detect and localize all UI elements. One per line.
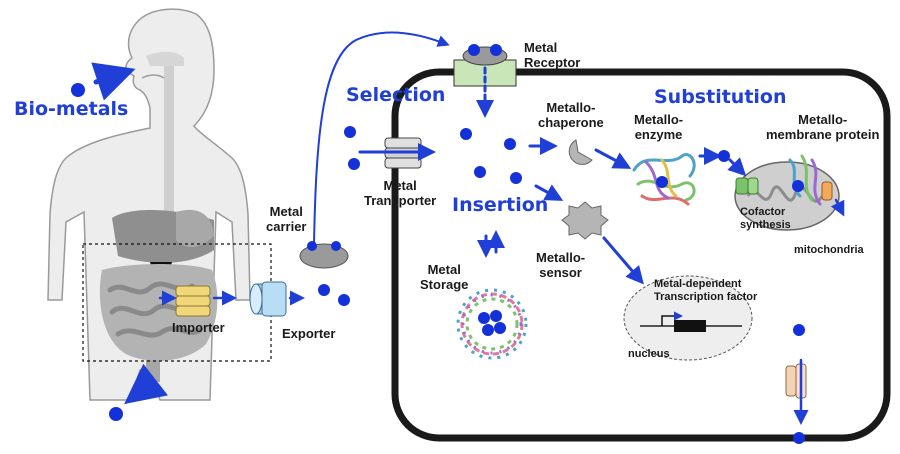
membrane-protein-icon <box>788 154 822 206</box>
metal-ion <box>474 166 486 178</box>
esophagus-icon <box>141 51 184 226</box>
metal-ion <box>468 44 480 56</box>
selection-label: Selection <box>346 84 446 106</box>
metal-ion <box>504 138 516 150</box>
metal-ion <box>71 83 85 97</box>
metal-ion <box>793 432 805 444</box>
metal-ion <box>338 294 350 306</box>
nucleus-icon <box>623 275 753 361</box>
metal-ion <box>344 126 356 138</box>
cell-membrane <box>391 68 891 442</box>
metallo-chaperone-label: Metallo-chaperone <box>538 100 604 130</box>
metal-ion <box>792 180 804 192</box>
exporter-icon <box>249 281 287 317</box>
metal-ion <box>490 310 502 322</box>
metal-ion <box>656 176 668 188</box>
mitochondrion-icon <box>734 161 840 231</box>
sensor-icon <box>561 201 609 240</box>
metal-carrier-icon <box>299 243 349 269</box>
metal-ion <box>510 172 522 184</box>
cofactor-enzyme-icon <box>735 177 759 195</box>
importer-label: Importer <box>172 320 225 335</box>
nucleus-label: nucleus <box>628 348 670 360</box>
metal-ion <box>478 312 490 324</box>
bio-metals-label: Bio-metals <box>14 98 129 120</box>
importer-icon <box>175 285 211 317</box>
cell-exporter-icon <box>785 363 807 399</box>
flow-arrows <box>91 31 845 425</box>
chaperone-icon <box>568 139 593 165</box>
metal-ion <box>348 158 360 170</box>
metal-ion <box>718 150 730 162</box>
metal-ions <box>71 44 805 444</box>
metal-ion <box>460 128 472 140</box>
metal-ion <box>793 324 805 336</box>
metal-ion <box>490 44 502 56</box>
metal-ion <box>482 324 494 336</box>
metal-ion <box>494 322 506 334</box>
metal-ion <box>109 407 123 421</box>
mito-transporter-icon <box>821 181 833 201</box>
metal-ion <box>331 241 341 251</box>
metal-ion <box>318 284 330 296</box>
exporter-label: Exporter <box>282 326 336 341</box>
mitochondria-label: mitochondria <box>794 244 864 256</box>
metallo-enzyme-label: Metallo-enzyme <box>634 112 684 142</box>
storage-icon <box>456 288 528 360</box>
metal-ion <box>307 241 317 251</box>
metallo-membrane-protein-label: Metallo-membrane protein <box>766 112 880 142</box>
metallo-sensor-label: Metallo-sensor <box>536 250 586 280</box>
insertion-label: Insertion <box>452 194 549 216</box>
substitution-label: Substitution <box>654 86 787 108</box>
